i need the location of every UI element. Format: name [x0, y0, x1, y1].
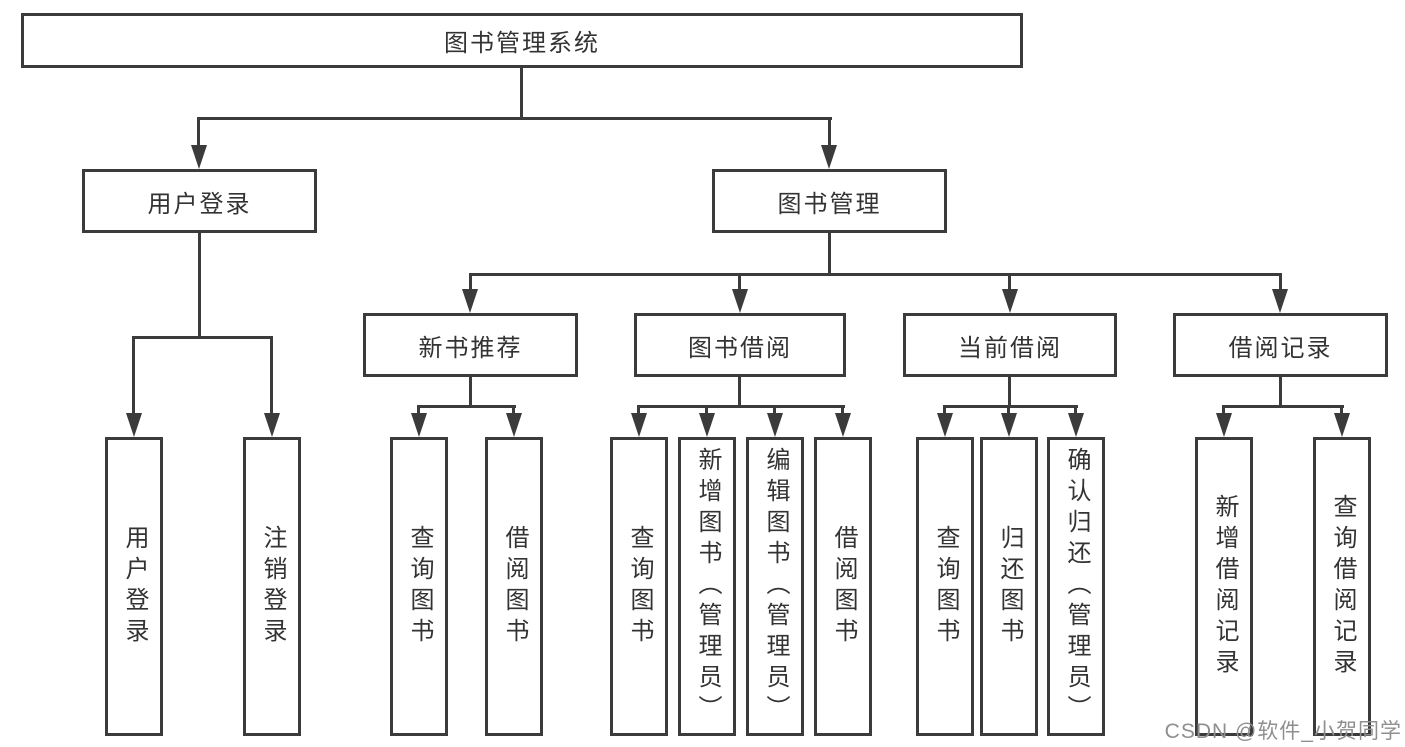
leaf-logout: 注销登录: [243, 437, 301, 736]
connector-leaf-rail: [943, 405, 1078, 408]
leaf-borrow-books: 借阅图书: [814, 437, 872, 736]
node-user-login: 用户登录: [82, 169, 317, 233]
connector-leaf-rail: [417, 405, 516, 408]
connector-user-stem: [197, 117, 200, 155]
arrowhead: [732, 289, 748, 313]
arrowhead: [191, 145, 207, 169]
leaf-borrow-query-books: 查询图书: [610, 437, 668, 736]
leaf-edit-books-admin: 编辑图书（管理员）: [746, 437, 804, 736]
arrowhead: [1216, 413, 1232, 437]
leaf-query-borrow-record: 查询借阅记录: [1313, 437, 1371, 736]
connector-mgmt-down: [828, 233, 831, 276]
connector-leaf-rail: [637, 405, 845, 408]
arrowhead: [1002, 289, 1018, 313]
arrowhead: [821, 145, 837, 169]
leaf-confirm-return-admin: 确认归还（管理员）: [1047, 437, 1105, 736]
connector-user-rail: [132, 336, 273, 339]
arrowhead: [937, 413, 953, 437]
arrowhead: [462, 289, 478, 313]
connector-leaf-rail: [1222, 405, 1344, 408]
node-new-book-recommend: 新书推荐: [363, 313, 578, 377]
arrowhead: [506, 413, 522, 437]
arrowhead: [835, 413, 851, 437]
arrowhead: [699, 413, 715, 437]
node-root-library-system: 图书管理系统: [21, 13, 1023, 68]
arrowhead: [1001, 413, 1017, 437]
connector-user-down: [198, 233, 201, 339]
arrowhead: [767, 413, 783, 437]
connector-level1-rail: [197, 117, 832, 120]
connector-group-down: [1008, 377, 1011, 408]
leaf-user-login: 用户登录: [105, 437, 163, 736]
connector-root-stem: [520, 66, 523, 120]
connector-mgmt-stem: [828, 117, 831, 155]
leaf-recommend-query-books: 查询图书: [390, 437, 448, 736]
connector-group-down: [738, 377, 741, 408]
connector-group-down: [1279, 377, 1282, 408]
connector-groups-rail: [469, 273, 1282, 276]
arrowhead: [631, 413, 647, 437]
connector-group-stem: [1008, 273, 1011, 297]
csdn-watermark: CSDN @软件_小贺同学: [1164, 720, 1402, 743]
connector-group-stem: [738, 273, 741, 297]
arrowhead: [411, 413, 427, 437]
node-book-management: 图书管理: [712, 169, 947, 233]
connector-group-down: [469, 377, 472, 408]
arrowhead: [1334, 413, 1350, 437]
leaf-add-borrow-record: 新增借阅记录: [1195, 437, 1253, 736]
leaf-return-books: 归还图书: [980, 437, 1038, 736]
node-borrow-records: 借阅记录: [1173, 313, 1388, 377]
connector-leaf-stem: [132, 336, 135, 420]
leaf-recommend-borrow-books: 借阅图书: [485, 437, 543, 736]
arrowhead: [264, 413, 280, 437]
arrowhead: [1068, 413, 1084, 437]
arrowhead: [126, 413, 142, 437]
connector-leaf-stem: [270, 336, 273, 420]
leaf-current-query-books: 查询图书: [916, 437, 974, 736]
connector-group-stem: [469, 273, 472, 297]
node-book-borrow: 图书借阅: [634, 313, 846, 377]
node-current-borrow: 当前借阅: [903, 313, 1117, 377]
leaf-add-books-admin: 新增图书（管理员）: [678, 437, 736, 736]
arrowhead: [1272, 289, 1288, 313]
connector-group-stem: [1279, 273, 1282, 297]
